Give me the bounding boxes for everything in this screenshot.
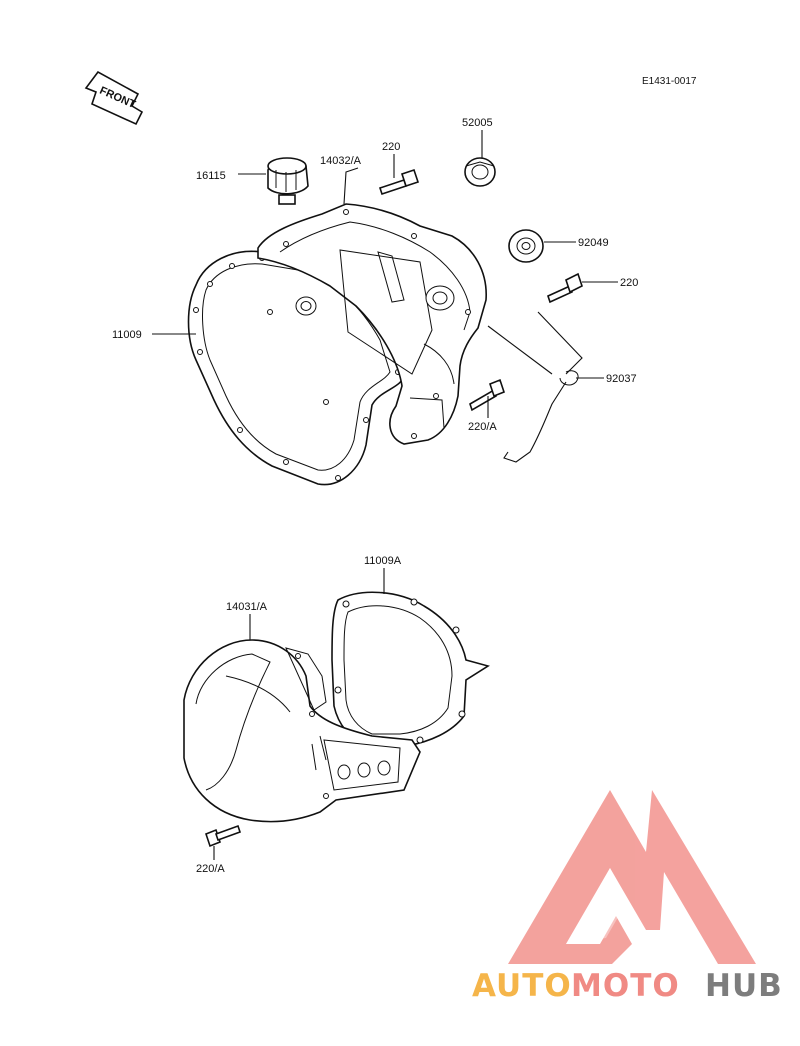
bolt-220-top [378,168,420,196]
callout-16115: 16115 [196,170,226,182]
bolt-220a-mid [469,378,505,412]
diagram-code: E1431-0017 [642,76,697,87]
bolt-220-right [547,272,583,304]
front-arrow-icon: FRONT [84,70,144,126]
upper-assembly [187,157,583,486]
automotohub-logo-icon [508,790,756,964]
callout-220a-bottom: 220/A [196,863,225,875]
callout-11009: 11009 [112,329,142,341]
callout-14031a: 14031/A [226,601,268,613]
gasket-11009a [331,591,490,747]
callout-220a-mid: 220/A [468,421,497,433]
automotohub-watermark: AUTO MOTO HUB [472,790,783,1004]
callout-11009a: 11009A [364,555,402,567]
oil-seal-52005 [464,157,496,187]
lower-assembly [183,591,490,848]
callout-92037: 92037 [606,373,637,385]
watermark-moto: MOTO [571,968,680,1004]
callout-220-right: 220 [620,277,638,289]
callout-220-top: 220 [382,141,400,153]
oil-seal-92049 [508,229,544,263]
callout-92049: 92049 [578,237,609,249]
callout-52005: 52005 [462,117,493,129]
callout-14032a: 14032/A [320,155,362,167]
clamp-92037 [503,370,579,463]
watermark-hub: HUB [705,968,783,1004]
bolt-220a-bottom [205,824,242,848]
clutch-cover-14032 [257,203,487,445]
gasket-11009 [187,250,405,486]
leader-lines [152,130,618,860]
filler-cap-16115 [267,157,309,205]
generator-cover-14031 [183,639,421,823]
watermark-auto: AUTO [472,968,572,1004]
